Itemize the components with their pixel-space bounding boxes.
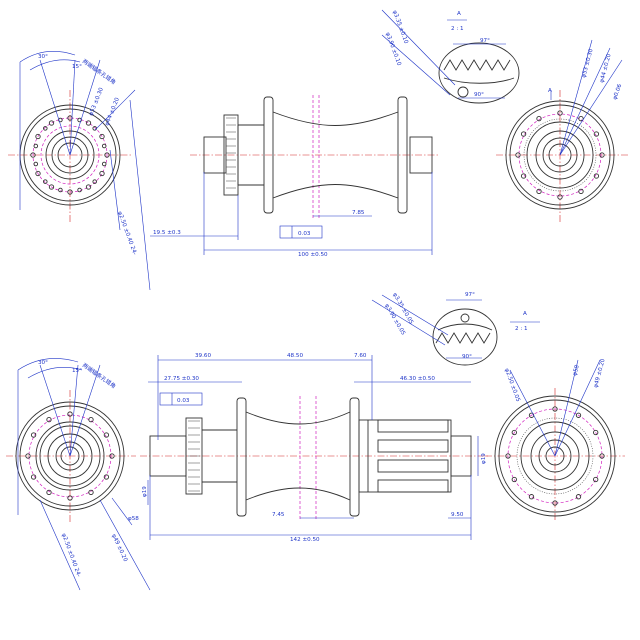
bottom-dim-19-right: φ19 (481, 453, 487, 464)
top-detail-angle-bottom: 90° (474, 92, 484, 98)
bottom-left-dia-58: φ58 (128, 516, 139, 522)
top-dim-19-5: 19.5 ±0.3 (153, 230, 181, 236)
spoke-holes (25, 411, 115, 501)
bottom-detail-scale: 2 : 1 (515, 326, 528, 332)
top-detail-scale: 2 : 1 (451, 26, 464, 32)
top-dim-7-85: 7.85 (352, 210, 365, 216)
bottom-side-view (140, 355, 490, 540)
top-left-end-view (8, 50, 151, 291)
top-side-view (150, 95, 440, 255)
top-right-end-view (496, 39, 628, 222)
bottom-dim-39-6: 39.60 (195, 353, 211, 359)
bottom-detail-angle-top: 97° (465, 292, 475, 298)
bottom-left-end-view (6, 358, 151, 591)
top-gdt: 0.03 (298, 231, 311, 237)
top-left-dia-44: φ44 ±0.20 (104, 97, 121, 127)
bottom-right-dia-58: φ58 (572, 364, 581, 376)
bottom-right-dia-49: φ49 ±0.20 (593, 358, 607, 389)
bottom-gdt: 0.03 (177, 398, 190, 404)
top-detail-a (381, 9, 520, 104)
bottom-dim-142: 142 ±0.50 (290, 537, 320, 543)
bottom-left-dia-49: φ49 ±0.20 (110, 533, 128, 563)
bottom-dim-46-3: 46.30 ±0.50 (400, 376, 435, 382)
top-left-angle-15: 15° (72, 64, 82, 70)
top-right-dia-44: φ44 ±0.20 (599, 53, 613, 84)
bottom-dim-7-6: 7.60 (354, 353, 367, 359)
top-left-cn-label: 两端辐条孔错角 (81, 57, 118, 86)
bottom-detail-a (371, 294, 540, 366)
bottom-dim-9-5: 9.50 (451, 512, 464, 518)
top-right-dia-006: φ0.06 (612, 83, 623, 101)
top-detail-label: A (457, 11, 461, 17)
spoke-holes (30, 115, 110, 195)
top-detail-angle-top: 97° (480, 38, 490, 44)
bottom-detail-angle-bottom: 90° (462, 354, 472, 360)
top-detail-dia-3-9: φ3.90 ±0.10 (384, 32, 402, 67)
top-left-hole: φ2.50 ±0.40 24- (116, 211, 137, 256)
bottom-left-cn-label: 两端辐条孔错角 (81, 361, 118, 390)
top-dim-100: 100 ±0.50 (298, 252, 328, 258)
bottom-dim-48-5: 48.50 (287, 353, 303, 359)
spoke-holes (515, 110, 605, 200)
bottom-dim-7-45: 7.45 (272, 512, 285, 518)
top-right-dia-53: φ53 ±0.30 (581, 48, 595, 79)
top-right-marker: A (548, 88, 552, 94)
bottom-left-angle-15: 15° (72, 368, 82, 374)
bottom-dim-27-75: 27.75 ±0.30 (164, 376, 199, 382)
top-detail-dia-3-35: φ3.35 ±0.10 (391, 10, 409, 45)
bottom-left-angle-30: 30° (38, 360, 48, 366)
bottom-left-hole: φ2.50 ±0.40 24- (60, 533, 81, 578)
bottom-right-end-view (485, 359, 625, 522)
top-left-angle-30: 30° (38, 54, 48, 60)
bottom-detail-label: A (523, 311, 527, 317)
spoke-holes (505, 406, 605, 506)
bottom-dim-19-left: φ19 (142, 486, 148, 497)
